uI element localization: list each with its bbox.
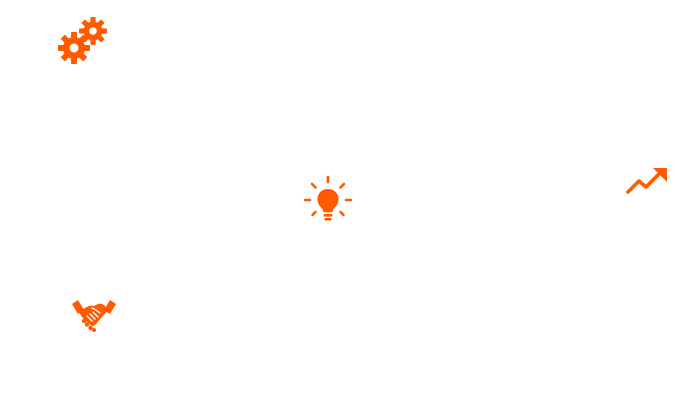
handshake-icon [70, 296, 118, 334]
trend-up-arrow-icon [624, 164, 670, 198]
gears-icon [56, 12, 112, 68]
lightbulb-icon [303, 175, 353, 225]
